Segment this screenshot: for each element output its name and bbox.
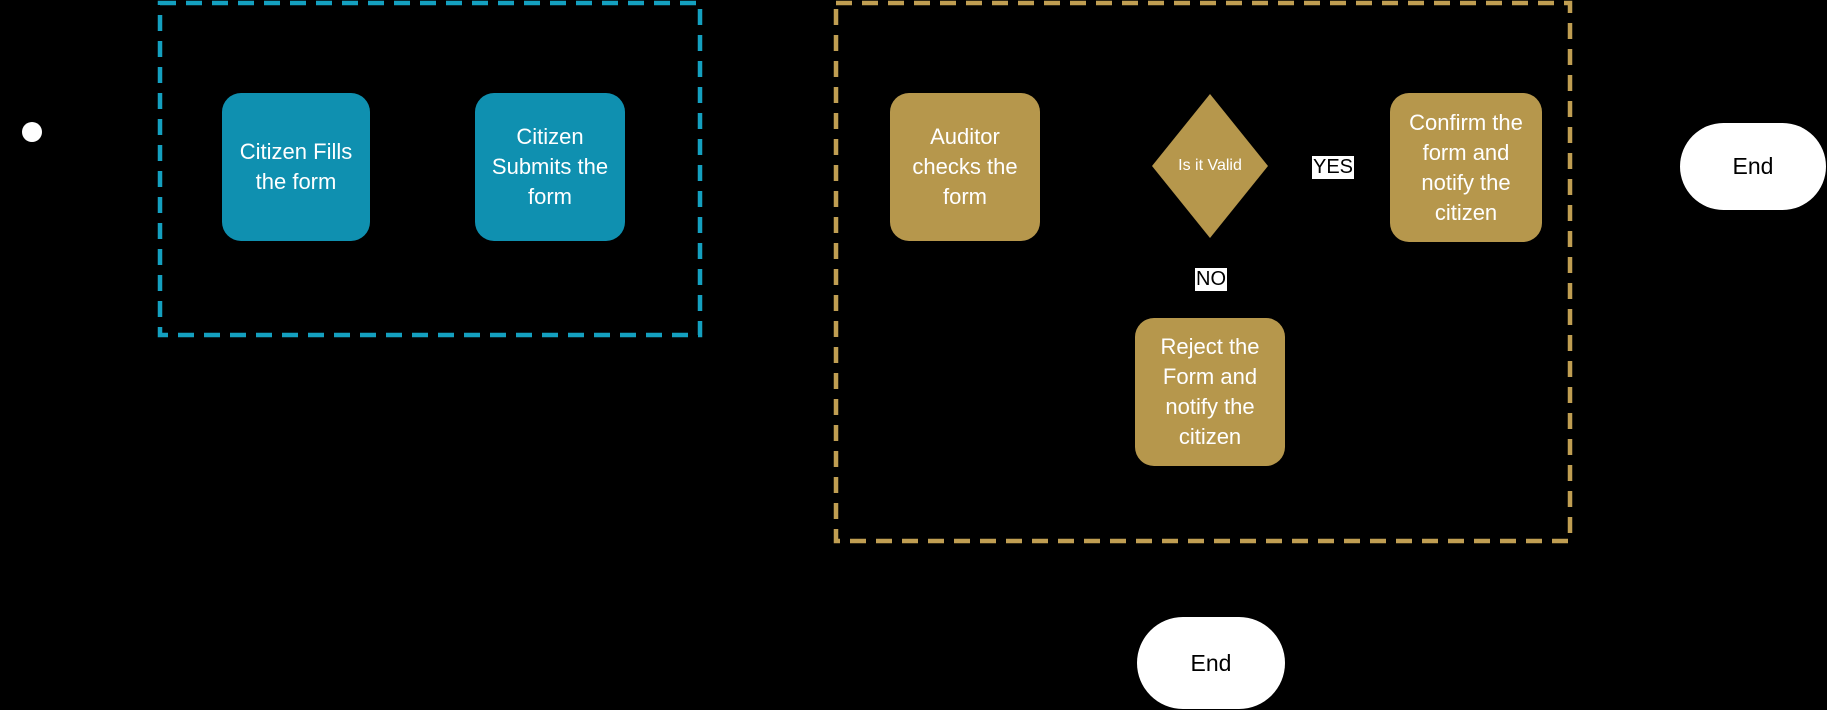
lane-auditor-border bbox=[833, 0, 1573, 544]
task-label: Confirm the form and notify the citizen bbox=[1409, 109, 1523, 225]
task-citizen-submits-form[interactable]: Citizen Submits the form bbox=[475, 93, 625, 241]
task-citizen-fills-form[interactable]: Citizen Fills the form bbox=[222, 93, 370, 241]
task-auditor-checks-form[interactable]: Auditor checks the form bbox=[890, 93, 1040, 241]
end-node-right[interactable]: End bbox=[1680, 123, 1826, 210]
start-node[interactable] bbox=[22, 122, 42, 142]
end-label: End bbox=[1732, 153, 1774, 179]
end-node-bottom[interactable]: End bbox=[1137, 617, 1285, 709]
task-label: Auditor checks the form bbox=[912, 124, 1018, 209]
task-reject-form-notify-citizen[interactable]: Reject the Form and notify the citizen bbox=[1135, 318, 1285, 466]
task-confirm-form-notify-citizen[interactable]: Confirm the form and notify the citizen bbox=[1390, 93, 1542, 242]
task-label: Citizen Submits the form bbox=[491, 124, 609, 209]
decision-is-it-valid[interactable]: Is it Valid bbox=[1152, 94, 1268, 238]
edge-label-yes[interactable]: YES bbox=[1312, 156, 1355, 179]
end-label: End bbox=[1190, 649, 1232, 676]
task-label: Reject the Form and notify the citizen bbox=[1160, 334, 1260, 449]
lane-citizen[interactable] bbox=[157, 0, 703, 338]
edge-label-no[interactable]: NO bbox=[1195, 268, 1227, 291]
decision-label: Is it Valid bbox=[1178, 157, 1242, 174]
task-label: Citizen Fills the form bbox=[239, 139, 353, 194]
lane-citizen-border bbox=[157, 0, 703, 338]
lane-auditor[interactable] bbox=[833, 0, 1573, 544]
